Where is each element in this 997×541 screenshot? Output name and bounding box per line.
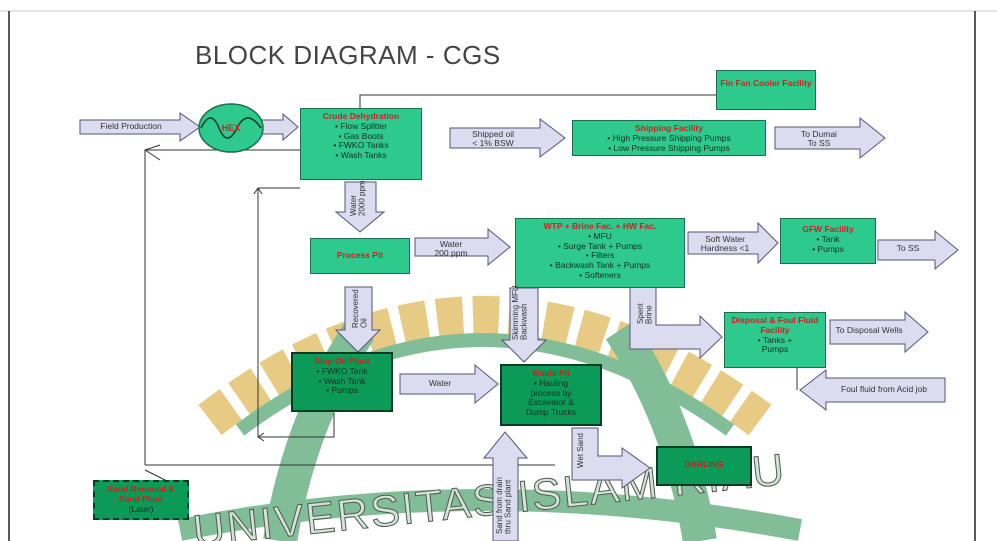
arrow-foul-fluid — [799, 368, 946, 412]
arrow-wet-sand — [571, 427, 651, 489]
wtp-line: • Softeners — [579, 269, 621, 280]
darling-box: DARLING — [656, 446, 752, 486]
arrow-hex-crude — [261, 112, 299, 142]
process-pit-heading: Process Pit — [336, 250, 384, 260]
fin-fan-box: Fin Fan Cooler Facility — [716, 70, 816, 110]
gfw-line: • Pumps — [812, 243, 844, 254]
slop-oil-box: Slop Oil Plant • FWKO Tank • Wash Tank •… — [291, 352, 393, 412]
crude-line: • Gas Boots — [338, 130, 384, 141]
arrow-water-2000 — [334, 181, 386, 233]
crude-line: • Flow Splitter — [334, 120, 388, 131]
label-to-disposal: To Disposal Wells — [835, 325, 903, 335]
hex-exchanger: HEX — [198, 103, 264, 153]
disposal-heading: Disposal & Foul Fluid Facility — [731, 315, 819, 335]
shipping-facility-box: Shipping Facility • High Pressure Shippi… — [572, 120, 766, 156]
waste-line: Excavator & — [528, 397, 574, 408]
label-field-production: Field Production — [100, 121, 162, 131]
arrow-sand-from-drain — [482, 431, 529, 541]
sand-sub: (Later) — [128, 503, 154, 514]
gfw-facility-box: GFW Facility • Tank • Pumps — [780, 218, 876, 264]
waste-line: process by — [530, 387, 572, 398]
crude-line: • FWKO Tanks — [333, 140, 389, 151]
diagram-title: BLOCK DIAGRAM - CGS — [195, 40, 501, 70]
label-skimming: Skimming MFU Backwash — [511, 285, 529, 340]
waste-pit-box: Waste Pit • Hauling process by Excavator… — [500, 364, 602, 426]
label-shipped-oil: Shipped oil < 1% BSW — [471, 129, 515, 149]
wtp-line: • Filters — [585, 250, 615, 261]
disposal-line: • Tanks + — [757, 334, 793, 345]
label-spent-brine: Spent Brine — [636, 303, 654, 324]
shipping-line: • Low Pressure Shipping Pumps — [608, 142, 730, 153]
fin-fan-heading: Fin Fan Cooler Facility — [720, 78, 812, 88]
waste-heading: Waste Pit — [532, 368, 570, 378]
disposal-facility-box: Disposal & Foul Fluid Facility • Tanks +… — [724, 312, 826, 368]
slop-heading: Slop Oil Plant — [314, 356, 370, 366]
label-water-2000: Water 2000 ppm — [349, 180, 367, 216]
label-water-200: Water 200 ppm — [434, 239, 468, 259]
waste-line: Dump Trucks — [525, 407, 577, 418]
label-foul-fluid: Foul fluid from Acid job — [841, 384, 927, 394]
slop-line: • Wash Tank — [318, 375, 366, 386]
label-water: Water — [428, 378, 452, 388]
arrow-water — [399, 363, 499, 405]
wtp-line: • Backwash Tank + Pumps — [549, 260, 651, 271]
slop-line: • FWKO Tank — [316, 365, 368, 376]
wtp-heading: WTP + Brine Fac. + HW Fac. — [543, 221, 657, 231]
arrow-shipped-oil — [449, 117, 566, 159]
crude-dehydration-box: Crude Dehydration • Flow Splitter • Gas … — [300, 108, 422, 180]
sand-removal-box: Sand Removal & Sand Plant (Later) — [93, 480, 189, 520]
crude-heading: Crude Dehydration — [322, 111, 400, 121]
arrow-field-production — [79, 112, 201, 142]
label-recovered-oil: Recovered Oil — [351, 289, 369, 328]
crude-line: • Wash Tanks — [335, 150, 387, 161]
waste-line: • Hauling — [533, 377, 569, 388]
arrow-to-disposal — [829, 310, 929, 354]
wtp-line: • MFU — [588, 230, 612, 241]
hex-label: HEX — [222, 123, 241, 133]
arrow-soft-water — [687, 221, 779, 265]
gfw-heading: GFW Facility — [802, 224, 854, 234]
shipping-line: • High Pressure Shipping Pumps — [607, 132, 731, 143]
arrow-spent-brine — [629, 284, 723, 360]
label-sand-from-drain: Sand from drain thru Sand plant — [495, 477, 513, 534]
arrow-to-ss — [877, 229, 959, 271]
arrow-water-200 — [414, 227, 511, 267]
sand-heading: Sand Removal & Sand Plant — [107, 484, 175, 504]
disposal-line: Pumps — [761, 344, 789, 355]
shipping-heading: Shipping Facility — [634, 123, 703, 133]
arrow-skimming — [500, 287, 548, 363]
label-to-dumai: To Dumai To SS — [801, 129, 837, 149]
darling-heading: DARLING — [684, 459, 724, 469]
label-soft-water: Soft Water Hardness <1 — [700, 234, 750, 254]
arrow-to-dumai — [774, 116, 886, 160]
wtp-line: • Surge Tank + Pumps — [557, 240, 643, 251]
wtp-box: WTP + Brine Fac. + HW Fac. • MFU • Surge… — [515, 218, 685, 288]
gfw-line: • Tank — [816, 233, 840, 244]
slop-line: • Pumps — [326, 385, 358, 396]
arrow-recovered-oil — [334, 286, 382, 353]
process-pit-box: Process Pit — [310, 238, 410, 274]
label-wet-sand: Wet Sand — [576, 433, 585, 468]
label-to-ss: To SS — [896, 243, 920, 253]
